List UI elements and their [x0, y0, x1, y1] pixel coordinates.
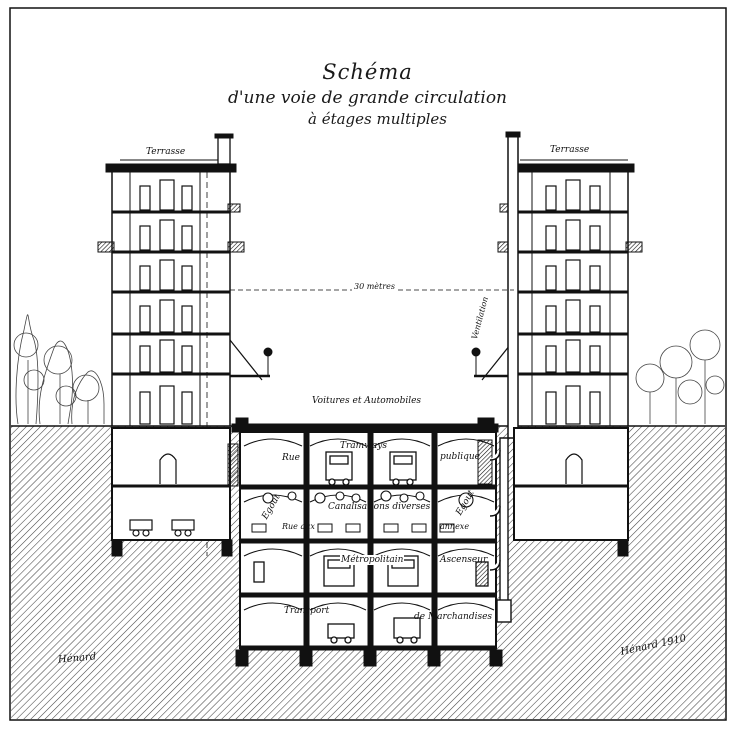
- right-basement: [513, 427, 629, 557]
- left-basement: [111, 427, 233, 557]
- label-terrasse-right: Terrasse: [550, 145, 590, 155]
- label-transport: Transport: [284, 606, 330, 616]
- title-line-2: d'une voie de grande circulation: [227, 88, 508, 108]
- label-tramways: Tramways: [340, 441, 387, 451]
- label-canalisations: Canalisations diverses: [328, 502, 431, 512]
- label-metropolitain: Métropolitain: [340, 555, 405, 565]
- label-rue-aux: Rue aux: [282, 522, 315, 531]
- title-line-3: à étages multiples: [308, 110, 447, 128]
- ventilation-pipe: [505, 131, 521, 439]
- right-building: [471, 159, 643, 427]
- label-rue: Rue: [282, 453, 300, 463]
- label-ascenseur: Ascenseur: [440, 555, 488, 565]
- left-building: [97, 133, 273, 556]
- label-annexe: annexe: [440, 522, 470, 531]
- trees-right: [635, 329, 725, 424]
- label-terrasse-left: Terrasse: [146, 147, 186, 157]
- label-distance: 30 mètres: [352, 282, 397, 291]
- title-line-1: Schéma: [322, 60, 413, 84]
- label-marchandises: de Marchandises: [414, 612, 493, 622]
- label-publique: publique: [440, 452, 480, 462]
- trees-left: [13, 314, 105, 425]
- label-voitures: Voitures et Automobiles: [312, 396, 422, 406]
- central-subway-structure: [227, 417, 503, 667]
- ventilation-ducts: [489, 437, 512, 623]
- drawing-border: [9, 7, 727, 721]
